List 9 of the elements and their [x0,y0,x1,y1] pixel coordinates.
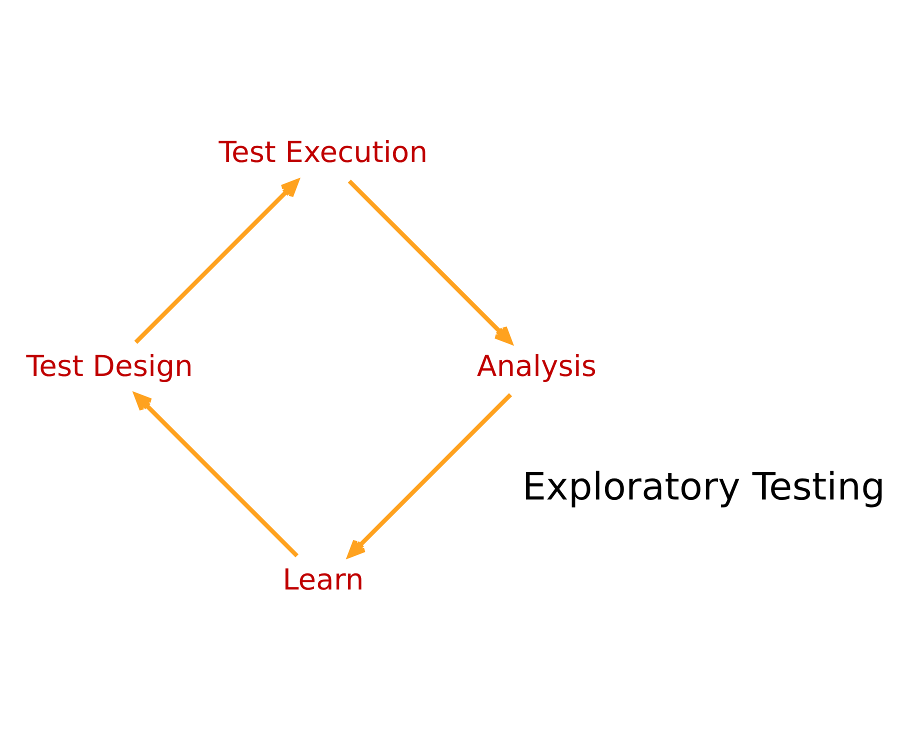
arrow [134,178,299,344]
label: Exploratory Testing [522,464,886,508]
node-text: Analysis [476,348,597,382]
node-text: Learn [282,562,364,596]
arrow [348,179,512,344]
node-text: Test Execution [218,134,428,169]
arrow [347,392,512,558]
node-text: Test Design [26,348,193,382]
arrow [134,392,299,557]
